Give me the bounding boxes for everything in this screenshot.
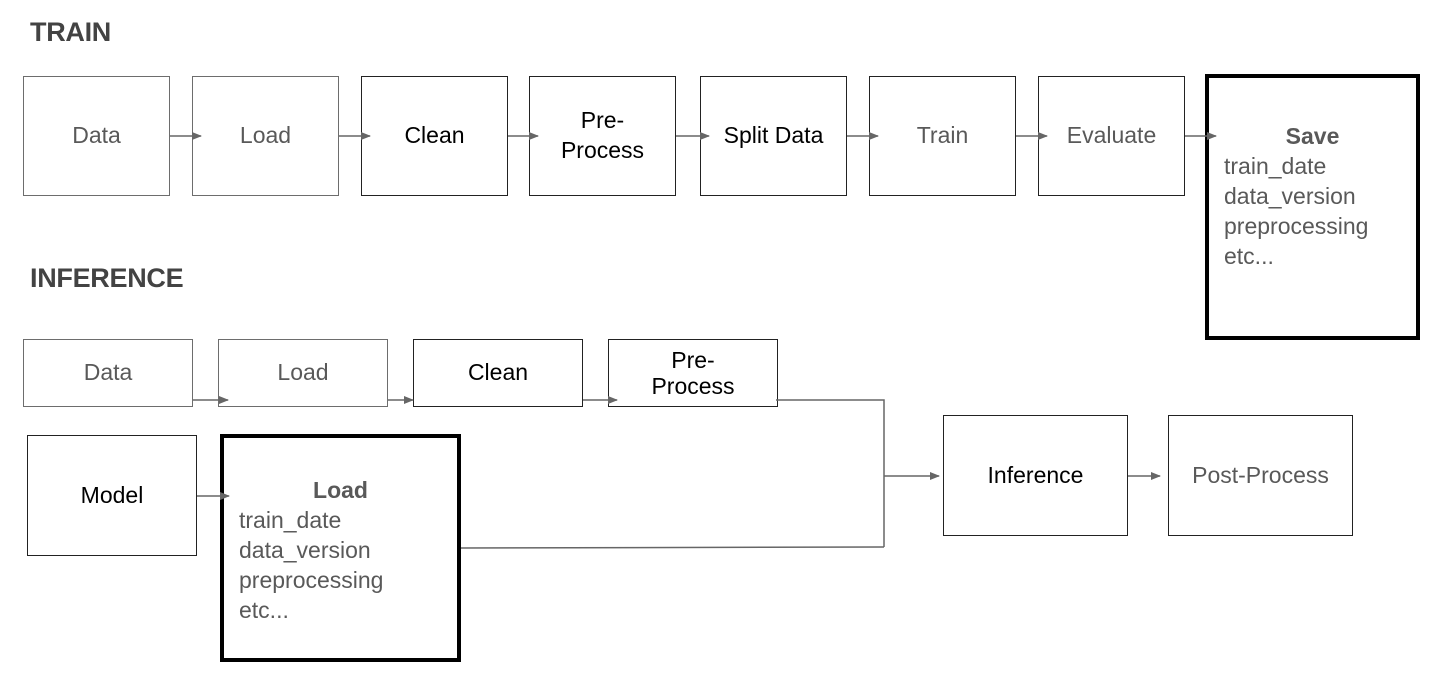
- train-heading: TRAIN: [30, 17, 111, 47]
- train-load-box: Load: [192, 76, 339, 196]
- inference-connector-preprocess-to-merge: [776, 399, 885, 547]
- inference-model-load-line-3: preprocessing: [239, 566, 384, 593]
- inference-data-label: Data: [83, 359, 133, 386]
- inference-heading: INFERENCE: [30, 263, 184, 293]
- train-split-box: Split Data: [700, 76, 847, 196]
- inference-connector-load-to-merge: [460, 546, 885, 549]
- inference-model-box: Model: [27, 435, 197, 556]
- inference-model-load-box: Load train_date data_version preprocessi…: [220, 434, 461, 662]
- train-save-line-3: preprocessing: [1224, 212, 1369, 239]
- inference-clean-box: Clean: [413, 339, 583, 407]
- inference-preprocess-label-2: Process: [651, 373, 735, 399]
- inference-data-box: Data: [23, 339, 193, 407]
- train-save-line-2: data_version: [1224, 182, 1356, 209]
- train-preprocess-box: Pre- Process: [529, 76, 676, 196]
- inference-load-label: Load: [277, 359, 329, 386]
- inference-model-load-title: Load: [313, 477, 368, 503]
- train-train-box: Train: [869, 76, 1016, 196]
- inference-model-load-line-4: etc...: [239, 596, 289, 623]
- inference-model-label: Model: [80, 481, 144, 508]
- train-evaluate-label: Evaluate: [1066, 122, 1157, 149]
- train-save-title: Save: [1285, 123, 1340, 149]
- inference-preprocess-box: Pre- Process: [608, 339, 778, 407]
- inference-postprocess-box: Post-Process: [1168, 415, 1353, 536]
- train-evaluate-box: Evaluate: [1038, 76, 1185, 196]
- inference-clean-label: Clean: [467, 359, 529, 386]
- train-train-label: Train: [916, 122, 969, 149]
- train-clean-box: Clean: [361, 76, 508, 196]
- train-save-line-4: etc...: [1224, 242, 1274, 269]
- inference-inference-box: Inference: [943, 415, 1128, 536]
- train-data-box: Data: [23, 76, 170, 196]
- train-clean-label: Clean: [404, 122, 465, 149]
- train-split-label: Split Data: [723, 122, 824, 149]
- train-preprocess-label-1: Pre-: [580, 107, 625, 134]
- inference-inference-label: Inference: [987, 461, 1084, 488]
- inference-model-load-line-2: data_version: [239, 536, 371, 563]
- train-save-line-1: train_date: [1224, 152, 1327, 179]
- train-preprocess-label-2: Process: [560, 137, 645, 163]
- inference-model-load-line-1: train_date: [239, 506, 342, 533]
- train-save-box: Save train_date data_version preprocessi…: [1205, 74, 1420, 340]
- inference-preprocess-label-1: Pre-: [671, 346, 715, 373]
- inference-postprocess-label: Post-Process: [1192, 461, 1329, 488]
- inference-load-box: Load: [218, 339, 388, 407]
- train-data-label: Data: [72, 122, 121, 149]
- train-load-label: Load: [239, 122, 292, 149]
